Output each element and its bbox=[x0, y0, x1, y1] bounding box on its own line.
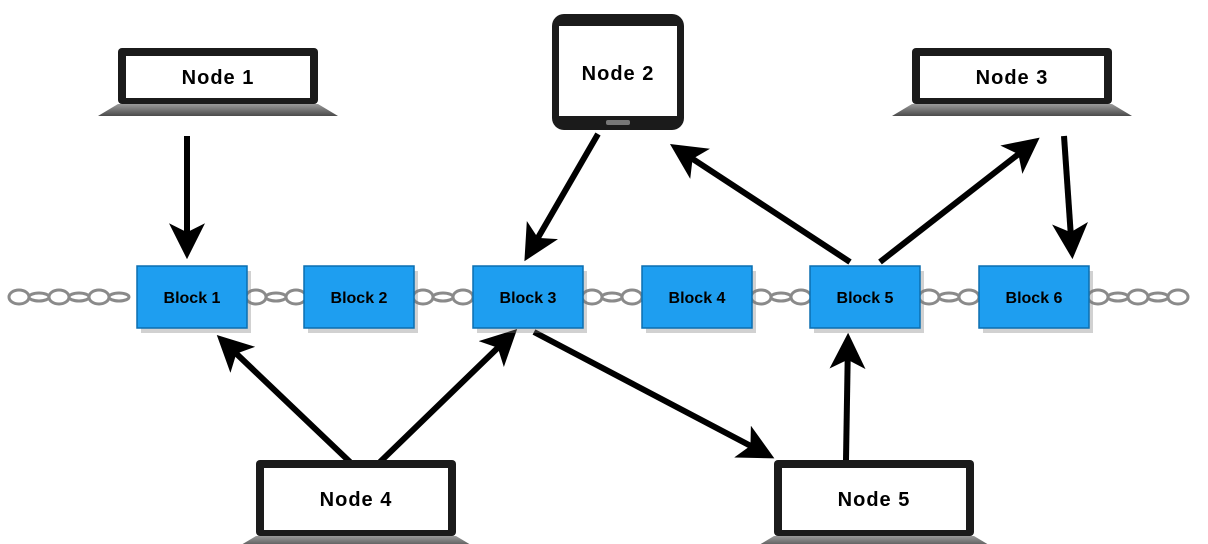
chain-segment bbox=[917, 288, 981, 306]
chain-segment bbox=[411, 288, 475, 306]
block-box bbox=[136, 265, 248, 329]
node-label: Node 1 bbox=[182, 67, 255, 89]
chain-link bbox=[620, 288, 644, 306]
chain-link bbox=[957, 288, 981, 306]
block-box bbox=[978, 265, 1090, 329]
chain-link bbox=[7, 288, 31, 306]
arrow-node-4-to-block-3 bbox=[377, 328, 518, 465]
node-3: Node 3 bbox=[892, 48, 1132, 116]
chain-link bbox=[600, 291, 624, 303]
chain-segment bbox=[580, 288, 644, 306]
chain-segment bbox=[749, 288, 813, 306]
chain-link bbox=[107, 291, 131, 303]
arrow-node-5-to-block-5 bbox=[829, 332, 866, 461]
chain-link bbox=[1146, 291, 1170, 303]
chain-link bbox=[789, 288, 813, 306]
chain-segment bbox=[7, 288, 131, 306]
laptop-base bbox=[892, 104, 1132, 116]
block-5: Block 5 bbox=[809, 265, 924, 333]
block-box bbox=[472, 265, 584, 329]
nodes: Node 1 Node 2 Node 3 Node 4 Node 5 bbox=[98, 14, 1132, 544]
block-1: Block 1 bbox=[136, 265, 251, 333]
block-label: Block 2 bbox=[331, 290, 388, 307]
chain-link bbox=[1166, 288, 1190, 306]
block-label: Block 5 bbox=[837, 290, 894, 307]
chain-link bbox=[67, 291, 91, 303]
block-box bbox=[809, 265, 921, 329]
arrow-block-3-to-node-5 bbox=[532, 329, 775, 459]
block-label: Block 3 bbox=[500, 290, 557, 307]
chain-link bbox=[431, 291, 455, 303]
arrow-block-5-to-node-2 bbox=[669, 144, 852, 265]
phone-home-button bbox=[606, 120, 630, 125]
chain-link bbox=[264, 291, 288, 303]
chain-link bbox=[937, 291, 961, 303]
node-label: Node 4 bbox=[320, 489, 393, 511]
chain-link bbox=[47, 288, 71, 306]
phone-screen bbox=[559, 26, 677, 116]
block-box bbox=[641, 265, 753, 329]
chain-link bbox=[769, 291, 793, 303]
chain-link bbox=[27, 291, 51, 303]
arrow-block-5-to-node-3 bbox=[878, 137, 1040, 265]
chain-segment bbox=[244, 288, 308, 306]
chain-link bbox=[87, 288, 111, 306]
node-5: Node 5 bbox=[760, 460, 988, 544]
chain-segment bbox=[1086, 288, 1190, 306]
chain-link bbox=[1126, 288, 1150, 306]
chain-link bbox=[1106, 291, 1130, 303]
laptop-base bbox=[98, 104, 338, 116]
chain-link bbox=[284, 288, 308, 306]
block-label: Block 4 bbox=[669, 290, 726, 307]
node-label: Node 3 bbox=[976, 67, 1049, 89]
edges bbox=[169, 132, 1088, 465]
arrow-node-3-to-block-6 bbox=[1052, 135, 1088, 260]
arrow-node-4-to-block-1 bbox=[216, 335, 353, 465]
node-1: Node 1 bbox=[98, 48, 338, 116]
laptop-screen bbox=[126, 56, 310, 98]
block-2: Block 2 bbox=[303, 265, 418, 333]
block-label: Block 1 bbox=[164, 290, 221, 307]
laptop-base bbox=[760, 536, 988, 544]
node-4: Node 4 bbox=[242, 460, 470, 544]
block-3: Block 3 bbox=[472, 265, 587, 333]
node-2: Node 2 bbox=[552, 14, 684, 130]
block-4: Block 4 bbox=[641, 265, 756, 333]
laptop-screen bbox=[920, 56, 1104, 98]
node-label: Node 5 bbox=[838, 489, 911, 511]
arrow-node-2-to-block-3 bbox=[524, 132, 601, 262]
laptop-screen bbox=[264, 468, 448, 530]
block-label: Block 6 bbox=[1006, 290, 1063, 307]
block-box bbox=[303, 265, 415, 329]
blocks: Block 1 Block 2 Block 3 Block 4 Block 5 Block… bbox=[136, 265, 1093, 333]
chain-link bbox=[451, 288, 475, 306]
block-6: Block 6 bbox=[978, 265, 1093, 333]
laptop-screen bbox=[782, 468, 966, 530]
laptop-base bbox=[242, 536, 470, 544]
node-label: Node 2 bbox=[582, 63, 655, 85]
